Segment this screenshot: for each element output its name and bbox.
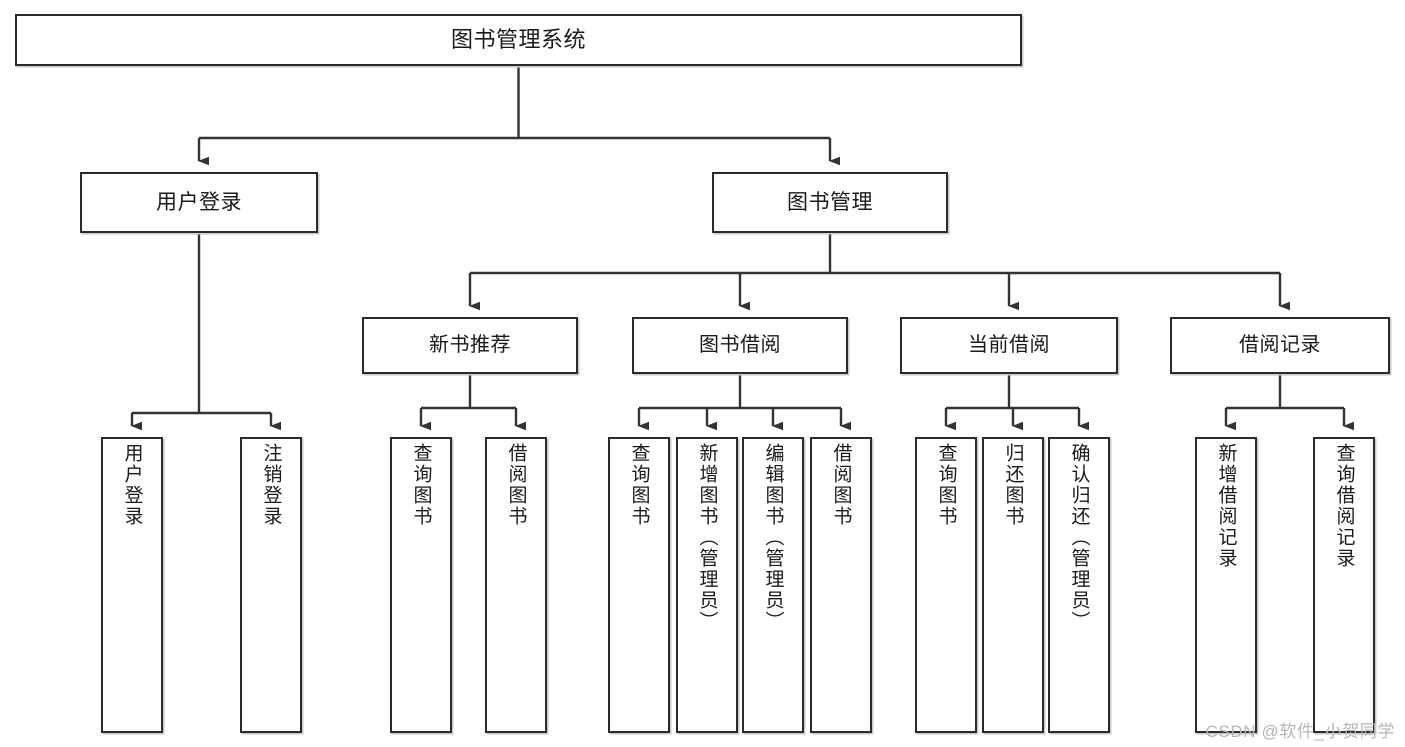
node-leaf-add-record[interactable]: 新增借阅记录: [1195, 437, 1257, 733]
node-leaf-query-book-rec-label: 查询图书: [410, 443, 432, 527]
node-user-login-label: 用户登录: [156, 190, 242, 214]
node-borrow-record[interactable]: 借阅记录: [1170, 317, 1390, 374]
node-leaf-add-record-label: 新增借阅记录: [1215, 443, 1237, 569]
node-leaf-query-record-label: 查询借阅记录: [1333, 443, 1355, 569]
node-leaf-query-book-bb[interactable]: 查询图书: [608, 437, 670, 733]
node-user-login[interactable]: 用户登录: [80, 172, 318, 233]
node-leaf-user-logout-label: 注销登录: [260, 443, 282, 527]
node-leaf-return-book-label: 归还图书: [1002, 443, 1024, 527]
node-root-label: 图书管理系统: [450, 26, 586, 52]
watermark-text: CSDN @软件_小贺同学: [1205, 722, 1395, 741]
node-leaf-add-book-label: 新增图书（管理员）: [696, 443, 718, 632]
node-leaf-borrow-book-bb[interactable]: 借阅图书: [810, 437, 872, 733]
node-leaf-user-login[interactable]: 用户登录: [101, 437, 163, 733]
node-book-borrow[interactable]: 图书借阅: [632, 317, 848, 374]
node-current-borrow[interactable]: 当前借阅: [900, 317, 1118, 374]
node-leaf-add-book[interactable]: 新增图书（管理员）: [676, 437, 738, 733]
node-new-book-rec[interactable]: 新书推荐: [362, 317, 578, 374]
node-book-borrow-label: 图书借阅: [699, 334, 781, 357]
node-borrow-record-label: 借阅记录: [1239, 334, 1321, 357]
node-book-manage-label: 图书管理: [787, 190, 873, 214]
node-book-manage[interactable]: 图书管理: [712, 172, 948, 233]
node-leaf-edit-book[interactable]: 编辑图书（管理员）: [742, 437, 804, 733]
node-leaf-confirm-return[interactable]: 确认归还（管理员）: [1048, 437, 1110, 733]
node-leaf-query-record[interactable]: 查询借阅记录: [1313, 437, 1375, 733]
node-leaf-return-book[interactable]: 归还图书: [982, 437, 1044, 733]
node-leaf-user-logout[interactable]: 注销登录: [240, 437, 302, 733]
node-leaf-borrow-book-bb-label: 借阅图书: [830, 443, 852, 527]
node-leaf-edit-book-label: 编辑图书（管理员）: [762, 443, 784, 632]
node-leaf-borrow-book-rec[interactable]: 借阅图书: [485, 437, 547, 733]
node-leaf-query-book-bb-label: 查询图书: [628, 443, 650, 527]
node-root[interactable]: 图书管理系统: [15, 14, 1022, 66]
node-leaf-user-login-label: 用户登录: [121, 443, 143, 527]
node-leaf-query-book-cb-label: 查询图书: [935, 443, 957, 527]
node-leaf-query-book-cb[interactable]: 查询图书: [915, 437, 977, 733]
node-leaf-borrow-book-rec-label: 借阅图书: [505, 443, 527, 527]
node-leaf-confirm-return-label: 确认归还（管理员）: [1068, 443, 1090, 632]
node-new-book-rec-label: 新书推荐: [429, 334, 511, 357]
node-current-borrow-label: 当前借阅: [968, 334, 1050, 357]
node-leaf-query-book-rec[interactable]: 查询图书: [390, 437, 452, 733]
